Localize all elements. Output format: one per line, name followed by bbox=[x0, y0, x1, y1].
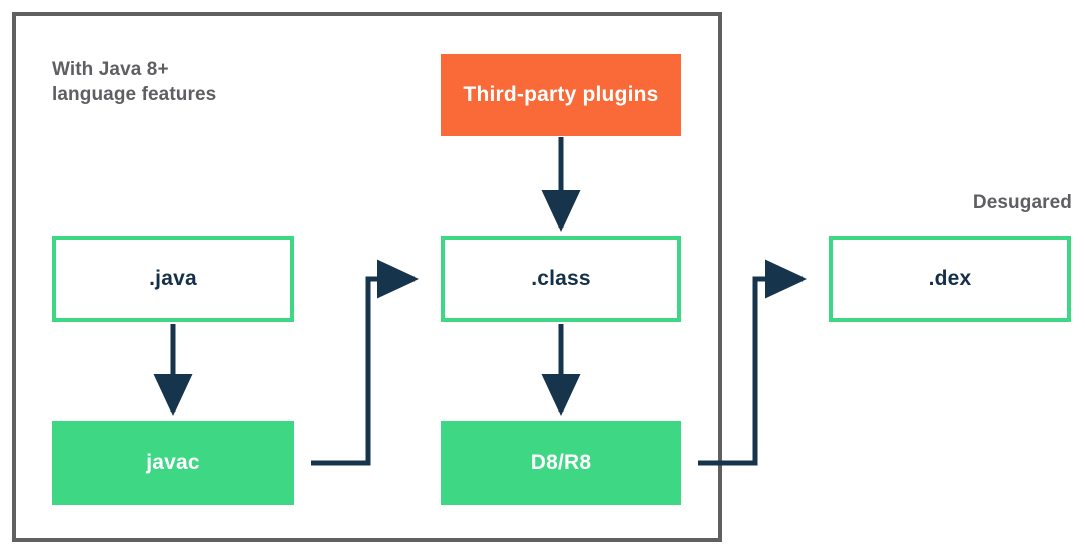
node-java-file[interactable]: .java bbox=[52, 236, 294, 322]
node-java-file-label: .java bbox=[149, 267, 197, 290]
note-java8-line2: language features bbox=[52, 84, 217, 105]
node-class-file[interactable]: .class bbox=[441, 236, 681, 322]
node-d8r8-label: D8/R8 bbox=[530, 451, 592, 474]
node-third-party-plugins-label: Third-party plugins bbox=[463, 83, 659, 106]
node-d8r8[interactable]: D8/R8 bbox=[441, 421, 681, 505]
node-class-file-label: .class bbox=[531, 267, 591, 290]
note-java8-language-features: With Java 8+ language features bbox=[52, 57, 312, 107]
node-dex-file[interactable]: .dex bbox=[829, 236, 1071, 322]
node-third-party-plugins[interactable]: Third-party plugins bbox=[441, 54, 681, 136]
node-dex-file-label: .dex bbox=[928, 267, 972, 290]
node-javac-label: javac bbox=[146, 451, 200, 474]
note-java8-line1: With Java 8+ bbox=[52, 59, 169, 80]
note-desugared: Desugared bbox=[972, 192, 1072, 213]
node-javac[interactable]: javac bbox=[52, 421, 294, 505]
